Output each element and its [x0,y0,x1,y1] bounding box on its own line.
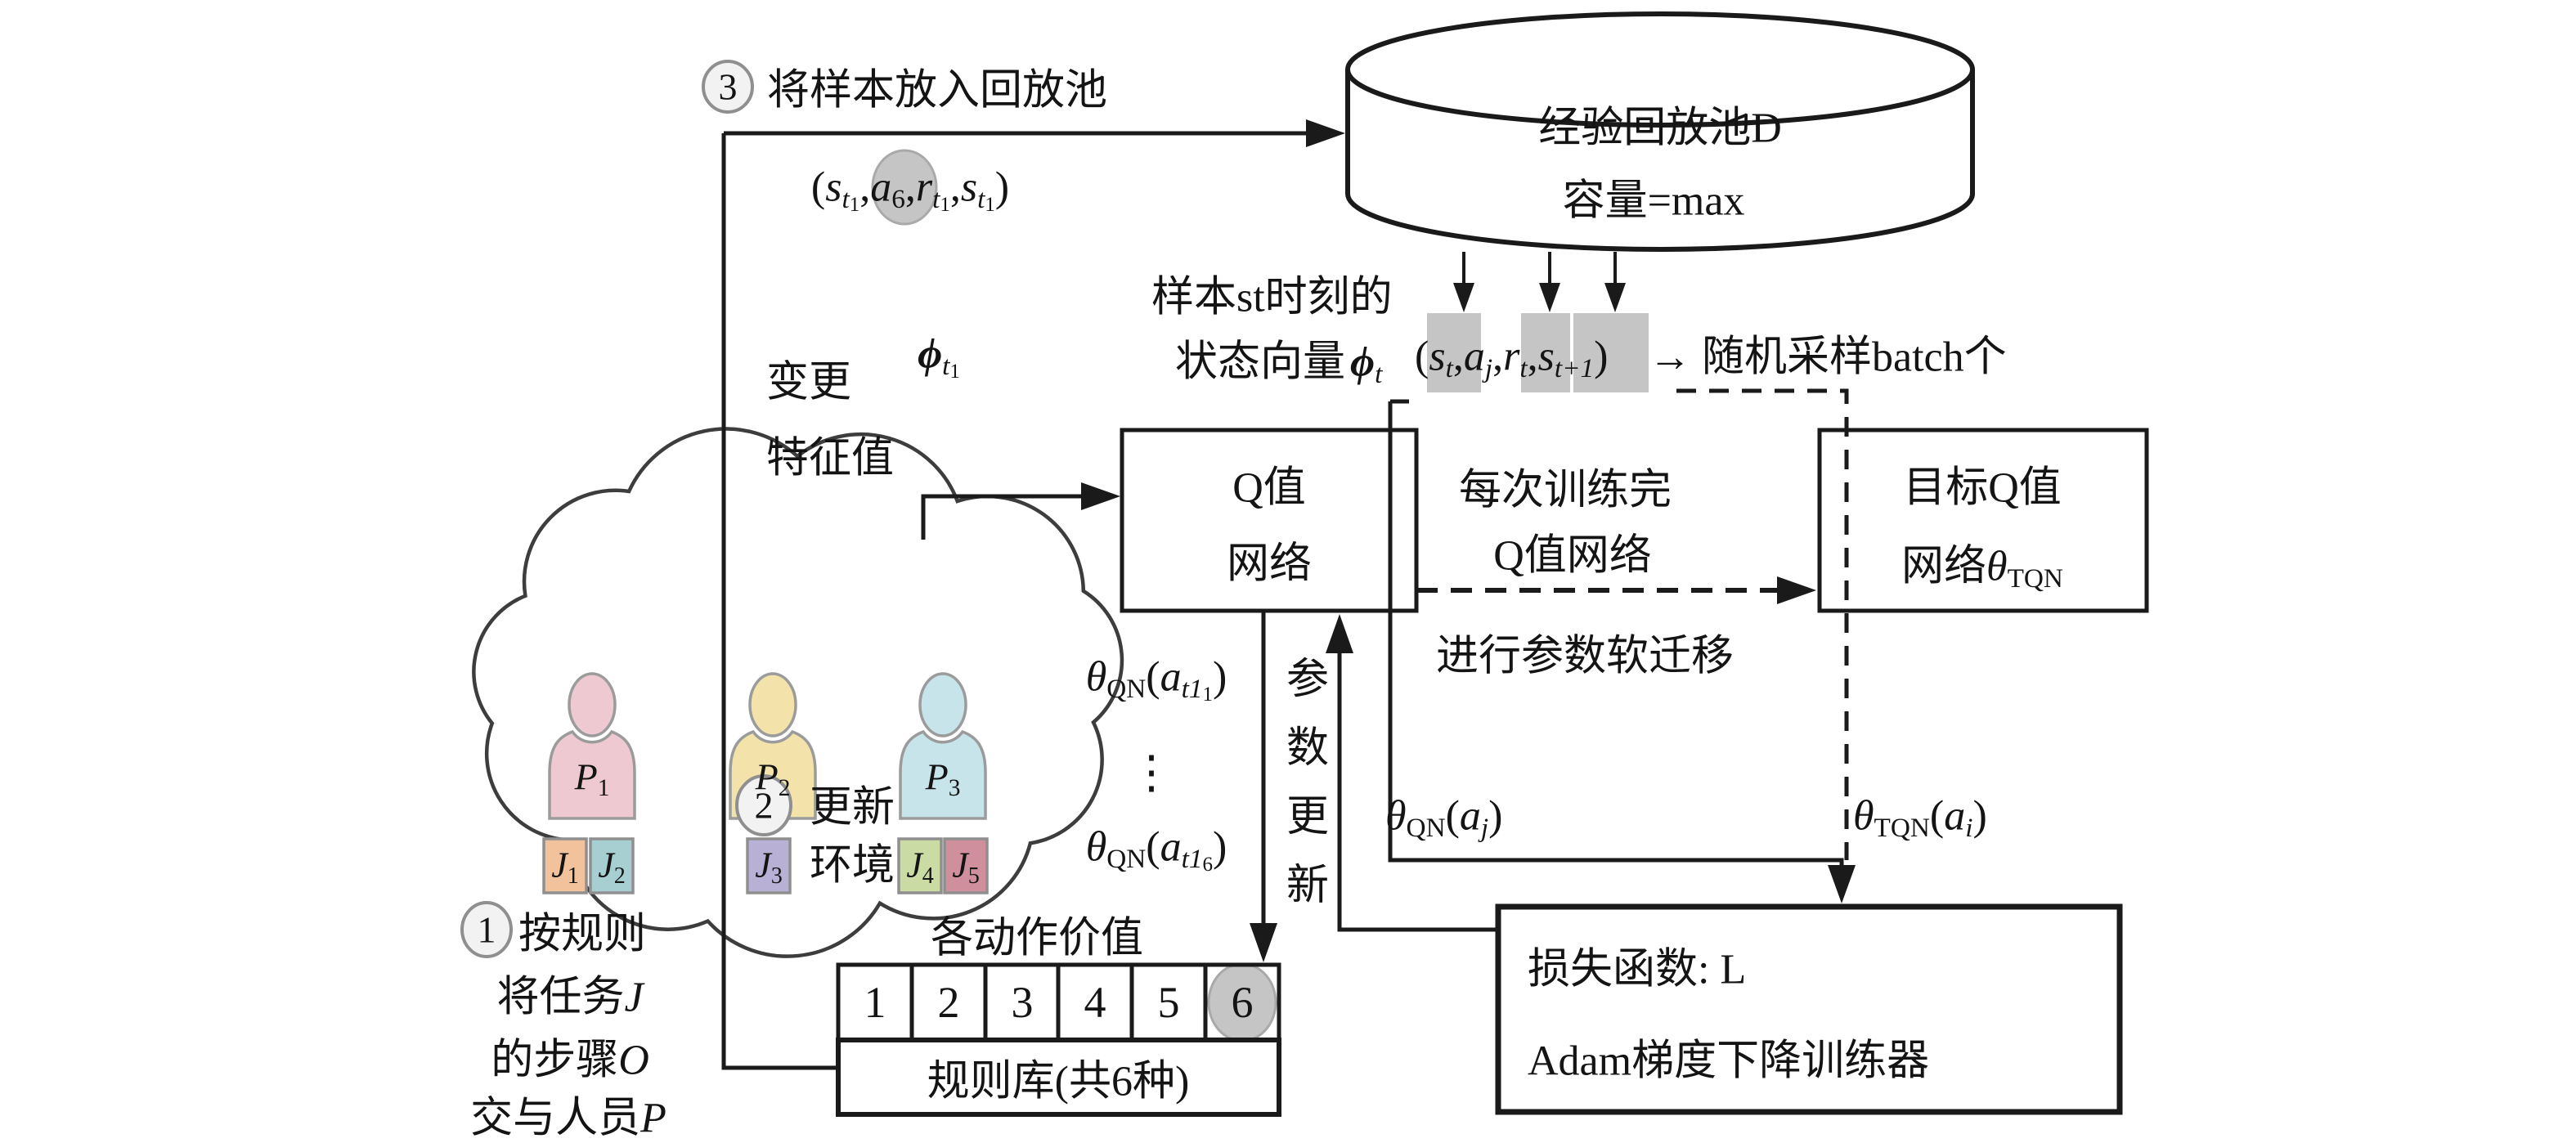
person-p2-label: P2 [755,755,791,802]
loss-box [1495,903,2123,1115]
target-qnet-line2: 网络θTQN [1901,543,2063,594]
tag-j5-label: J5 [952,845,980,889]
qnet-line2: 网络 [1226,540,1313,588]
tag-j1 [542,837,588,894]
pool-title: 经验回放池D [1538,105,1782,152]
step1-line1: 按规则 [518,911,647,958]
param-update-label: 参数更新 [1279,656,1326,930]
step2-line1: 更新 [810,784,895,831]
sample-note-line1: 样本st时刻的 [1151,274,1393,321]
step2-circle [735,774,792,836]
action-cell-3: 3 [1011,978,1034,1027]
vertical-dots: ⋮ [1129,747,1174,799]
sample-feedback-line [721,133,837,1070]
action-cell-4: 4 [1084,978,1106,1027]
step2-line2: 环境 [810,842,895,890]
replay-pool-cylinder [1345,11,1975,252]
highlight-st [1427,313,1481,392]
theta-qn-at11: θQN(at11) [1085,653,1227,706]
env-to-qnet-arrow-shaft [921,494,1083,540]
feature-change-line2: 特征值 [766,435,895,482]
tag-j1-label: J1 [551,845,579,889]
step1-line3: 的步骤O [491,1037,649,1084]
tag-j4 [897,837,943,894]
arrowheads [1081,119,1856,962]
action-cell-6: 6 [1231,978,1254,1027]
tag-j3 [746,837,792,894]
batch-label: → 随机采样batch个 [1649,334,2007,381]
tag-j5 [943,837,989,894]
step3-number: 3 [718,65,738,108]
loss-line1: 损失函数: L [1528,946,1747,993]
person-p3-label: P3 [925,755,961,802]
step3-circle [702,60,754,114]
soft-transfer-label: 进行参数软迁移 [1436,633,1735,680]
target-q-network-box [1817,428,2149,613]
loss-line2: Adam梯度下降训练器 [1528,1038,1930,1085]
step2-number: 2 [754,784,774,827]
sample-tuple-2: (st, aj, rt, st+1) [1415,333,1609,384]
step1-line4: 交与人员P [470,1095,666,1142]
action-cell-2: 2 [937,978,960,1027]
qnet-line1: Q值 [1232,464,1306,512]
sample-to-target-dashed [1676,388,1849,860]
tag-j2-label: J2 [598,845,626,889]
pool-capacity: 容量=max [1562,177,1745,225]
theta-tqn-ai: θTQN(ai) [1853,792,1987,844]
q-network-box [1120,428,1419,613]
phi-t1-label: ϕt1 [918,330,960,383]
highlight-st1 [1573,313,1649,392]
step1-circle [460,901,513,958]
connectors [721,131,1849,1070]
person-p1-label: P1 [574,755,610,802]
person-p1 [548,672,636,820]
environment-cloud [472,427,1124,958]
qn-aj-line [1388,399,1844,868]
step3-label: 将样本放入回放池 [767,67,1108,114]
feature-change-line1: 变更 [766,359,852,406]
step1-line2: 将任务J [496,974,644,1021]
action-cell-5: 5 [1157,978,1180,1027]
train-note-line2: Q值网络 [1493,532,1652,580]
tag-j4-label: J4 [906,845,934,889]
action-value-table [836,962,1281,1117]
highlight-a6 [871,149,938,226]
loss-to-qnet-shaft [1337,652,1500,932]
theta-qn-aj: θQN(aj) [1385,792,1503,844]
action-cell-1: 1 [864,978,886,1027]
highlight-rt [1521,313,1570,392]
target-qnet-line1: 目标Q值 [1903,464,2062,512]
step1-number: 1 [477,908,496,951]
person-p3 [899,672,987,820]
tag-j2 [589,837,635,894]
rule-lib-label: 规则库(共6种) [927,1058,1190,1105]
action-table-title: 各动作价值 [930,915,1144,962]
sample-tuple-1: (st1, a6, rt1, st1) [810,164,1010,216]
theta-qn-at16: θQN(at16) [1085,823,1227,876]
tag-j3-label: J3 [755,845,783,889]
train-note-line1: 每次训练完 [1458,467,1672,514]
